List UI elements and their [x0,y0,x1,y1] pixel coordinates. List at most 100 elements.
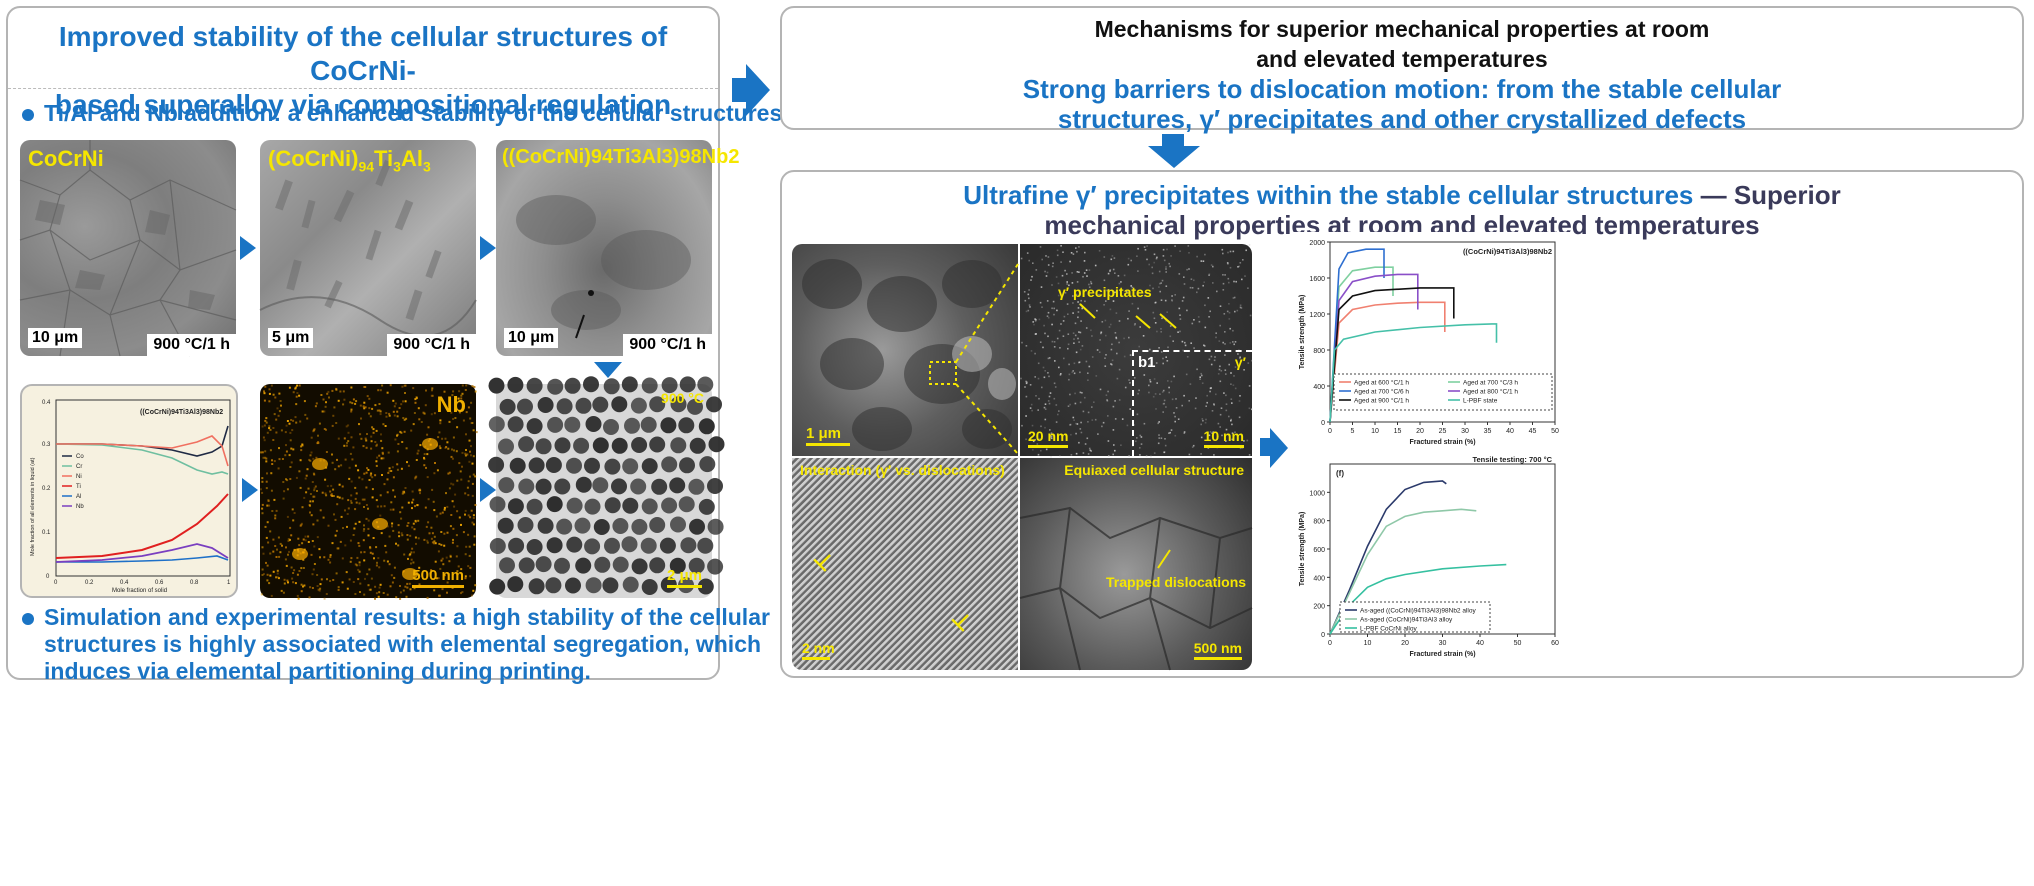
nb-dot [300,590,303,593]
nb-dot [268,392,271,395]
nb-dot [341,557,344,560]
bullet-dot-icon [22,108,34,121]
nb-dot [460,397,463,400]
precipitate-dot [1075,452,1078,455]
precipitate-dot [1173,412,1175,414]
nb-dot [390,574,393,577]
nb-dot [461,465,463,468]
scale-text-1: 10 μm [32,329,79,346]
precipitate-dot [1098,250,1101,252]
precipitate-dot [1078,331,1080,333]
precipitate-dot [1077,311,1080,313]
scale-text-tem2: 20 nm [1028,428,1069,444]
nb-dot [346,442,348,444]
nb-dot [358,476,361,479]
precipitate-dot [1166,311,1168,313]
tem-dark-field: γ′ precipitates b1 γ′ 10 nm 20 nm [1020,244,1253,458]
nb-dot [313,545,316,548]
precipitate-dot [1238,400,1241,402]
nb-dot [332,579,335,581]
nb-dot [433,589,436,592]
label-nb: Nb [436,392,466,417]
precipitate-dot [1051,284,1053,286]
nb-dot [294,386,297,389]
precipitate-dot [1130,285,1132,287]
precipitate-dot [1032,262,1034,264]
precipitate-dot [1239,447,1242,450]
precipitate-dot [1107,390,1109,393]
precipitate-dot [1228,303,1230,305]
nb-dot [270,489,273,492]
nb-dot [292,391,295,394]
nb-dot [465,411,468,414]
precipitate-dot [1175,398,1177,400]
nb-dot [474,504,477,506]
x-tick-label: 35 [1484,428,1492,435]
precipitate-dot [1055,404,1058,406]
nb-dot [344,509,346,512]
nb-dot [302,558,305,561]
series-line [1329,266,1394,423]
nb-dot [461,392,464,395]
nb-dot [335,572,338,575]
precipitate-dot [1037,438,1039,441]
cell [649,557,666,574]
precipitate-dot [1045,255,1047,257]
precipitate-dot [1072,416,1075,419]
nb-dot [397,443,400,445]
nb-dot [316,519,319,522]
precipitate-dot [1090,280,1092,283]
precipitate-dot [1138,291,1141,294]
precipitate-dot [1120,281,1122,283]
precipitate-dot [1075,422,1077,425]
nb-dot [339,390,342,393]
precipitate-dot [1160,331,1162,333]
nb-dot [399,430,402,433]
precipitate-dot [1078,246,1080,248]
nb-dot [286,488,289,491]
nb-dot [456,479,459,482]
nb-dot [379,494,382,497]
nb-dot [471,462,474,465]
scale-line-cells [666,585,702,588]
temp-label-cells: 900 °C [661,390,704,406]
nb-dot [354,497,357,500]
nb-cluster [312,458,328,470]
y-tick-label: 1600 [1309,276,1325,283]
precipitate-dot [1163,259,1166,262]
nb-dot [468,439,471,442]
series-line [1329,323,1498,423]
precipitate-dot [1233,343,1235,346]
precipitate-dot [1139,454,1141,456]
sim-curve-nb [55,543,229,563]
cell [526,418,543,435]
nb-dot [347,440,350,443]
precipitate-dot [1034,333,1037,335]
cell [566,457,582,474]
nb-dot [287,538,290,540]
precipitate-dot [1182,296,1185,299]
precipitate-dot [1072,370,1074,372]
nb-dot [382,423,385,426]
nb-dot [263,424,266,427]
cell [630,397,647,414]
legend-label: L-PBF CoCrNi alloy [1360,626,1417,633]
precipitate-dot [1056,337,1059,340]
precipitate-dot [1115,312,1118,314]
x-tick-label: 50 [1514,640,1522,647]
precipitate-dot [1209,390,1211,393]
precipitate-dot [1104,294,1106,297]
nb-dot [300,523,303,526]
precipitate-dot [1109,308,1112,311]
precipitate-dot [1165,266,1167,268]
nb-dot [426,476,429,479]
nb-dot [444,446,447,449]
nb-dot [327,524,330,527]
nb-dot [358,570,361,573]
nb-dot [320,578,323,581]
nb-dot [386,391,389,394]
nb-dot [311,587,314,589]
tem-bf-texture [802,259,1019,455]
precipitate-dot [1181,300,1184,302]
y-tick-label: 0 [1321,632,1325,639]
